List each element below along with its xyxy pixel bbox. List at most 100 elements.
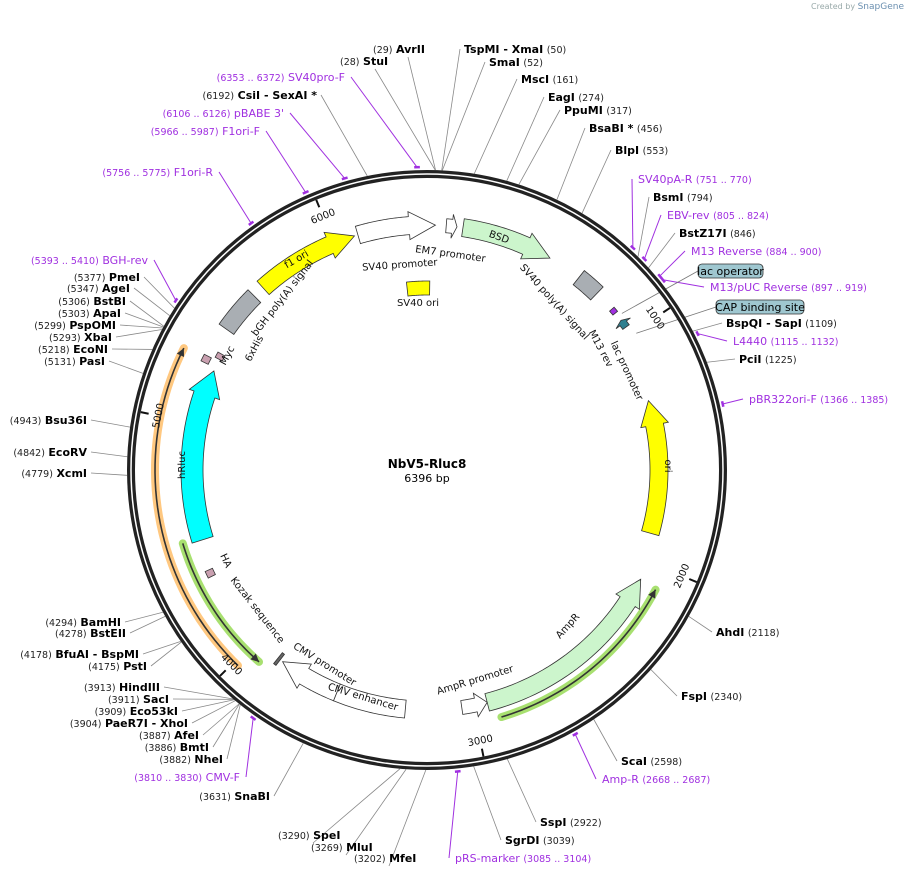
feature-box[interactable]	[715, 299, 805, 315]
enzyme-site-nhei[interactable]: (3882) NheI	[159, 753, 223, 766]
enzyme-site-pspomi[interactable]: (5299) PspOMI	[34, 319, 116, 332]
enzyme-site-paer7i[interactable]: (3904) PaeR7I - XhoI	[70, 717, 188, 730]
feature-bsd[interactable]	[461, 218, 551, 260]
feature-m13-rev[interactable]	[608, 306, 619, 316]
enzyme-site-fspi[interactable]: FspI (2340)	[681, 690, 742, 703]
enzyme-site-eagi[interactable]: EagI (274)	[548, 91, 604, 104]
enzyme-site-bfuai[interactable]: (4178) BfuAI - BspMI	[20, 648, 139, 661]
enzyme-site-csii[interactable]: (6192) CsiI - SexAI *	[203, 89, 318, 102]
feature-bgh-poly-a-signal[interactable]	[218, 289, 262, 335]
primer-sv40pa-r[interactable]: SV40pA-R (751 .. 770)	[638, 173, 752, 186]
feature-sv40-ori[interactable]	[405, 280, 431, 297]
feature-cmv-promoter[interactable]	[281, 661, 341, 702]
enzyme-site-mfei[interactable]: (3202) MfeI	[354, 852, 416, 865]
primer-l4440[interactable]: L4440 (1115 .. 1132)	[733, 335, 838, 348]
primer-leader-line	[245, 718, 254, 778]
primer-mark	[173, 297, 179, 304]
primer-ebv-rev[interactable]: EBV-rev (805 .. 824)	[667, 209, 769, 222]
enzyme-site-agei[interactable]: (5347) AgeI	[67, 282, 130, 295]
primer-pbabe-3-[interactable]: (6106 .. 6126) pBABE 3'	[163, 107, 284, 120]
enzyme-position: (3911)	[108, 695, 140, 706]
enzyme-position: (161)	[553, 75, 579, 86]
enzyme-name: PstI	[123, 660, 147, 673]
feature-box[interactable]	[697, 263, 764, 279]
primer-f1ori-f[interactable]: (5966 .. 5987) F1ori-F	[151, 125, 260, 138]
feature-em7-promoter[interactable]	[445, 214, 458, 239]
enzyme-site-bsmi[interactable]: BsmI (794)	[653, 191, 713, 204]
feature-kozak-sequence[interactable]	[273, 652, 286, 666]
enzyme-site-xcmi[interactable]: (4779) XcmI	[21, 467, 87, 480]
primer-range: (5393 .. 5410)	[31, 256, 99, 267]
feature-6xhis[interactable]	[214, 351, 226, 362]
feature-ori[interactable]	[640, 399, 670, 537]
enzyme-site-ppumi[interactable]: PpuMI (317)	[564, 104, 632, 117]
enzyme-site-avrii[interactable]: (29) AvrII	[373, 43, 425, 56]
feature-ampr-promoter[interactable]	[460, 692, 488, 718]
enzyme-site-pasi[interactable]: (5131) PasI	[44, 355, 105, 368]
primer-sv40pro-f[interactable]: (6353 .. 6372) SV40pro-F	[217, 71, 345, 84]
primer-mark	[341, 176, 348, 181]
enzyme-site-snabi[interactable]: (3631) SnaBI	[199, 790, 270, 803]
enzyme-leader-line	[518, 109, 561, 185]
enzyme-site-ecorv[interactable]: (4842) EcoRV	[13, 446, 87, 459]
enzyme-site-sgrdi[interactable]: SgrDI (3039)	[505, 834, 575, 847]
enzyme-site-smai[interactable]: SmaI (52)	[489, 56, 543, 69]
enzyme-leader-line	[108, 360, 144, 374]
feature-myc[interactable]	[200, 353, 212, 365]
feature-lac-promoter[interactable]	[615, 317, 631, 330]
primer-name: pRS-marker	[455, 852, 520, 865]
enzyme-site-psti[interactable]: (4175) PstI	[88, 660, 147, 673]
enzyme-site-bstz17i[interactable]: BstZ17I (846)	[679, 227, 756, 240]
tick-mark	[688, 578, 698, 583]
enzyme-site-apai[interactable]: (5303) ApaI	[58, 307, 121, 320]
primer-f1ori-r[interactable]: (5756 .. 5775) F1ori-R	[102, 166, 213, 179]
feature-sv40-promoter-label: SV40 promoter	[362, 257, 439, 273]
enzyme-site-pcii[interactable]: PciI (1225)	[739, 353, 797, 366]
enzyme-site-hindiii[interactable]: (3913) HindIII	[84, 681, 160, 694]
enzyme-site-bamhi[interactable]: (4294) BamHI	[45, 616, 121, 629]
enzyme-site-bstbi[interactable]: (5306) BstBI	[58, 295, 126, 308]
primer-pbr322ori-f[interactable]: pBR322ori-F (1366 .. 1385)	[749, 393, 888, 406]
enzyme-site-bmti[interactable]: (3886) BmtI	[145, 741, 209, 754]
enzyme-leader-line	[506, 96, 545, 181]
enzyme-site-mlui[interactable]: (3269) MluI	[311, 841, 373, 854]
enzyme-site-saci[interactable]: (3911) SacI	[108, 693, 169, 706]
feature-f1-ori[interactable]	[256, 231, 356, 296]
enzyme-site-bsteii[interactable]: (4278) BstEII	[55, 627, 126, 640]
enzyme-site-bsabi[interactable]: BsaBI * (456)	[589, 122, 662, 135]
enzyme-site-stui[interactable]: (28) StuI	[340, 55, 388, 68]
primer-name: EBV-rev	[667, 209, 710, 222]
enzyme-site-bsu36i[interactable]: (4943) Bsu36I	[10, 414, 87, 427]
primer-bgh-rev[interactable]: (5393 .. 5410) BGH-rev	[31, 254, 149, 267]
enzyme-position: (3913)	[84, 683, 116, 694]
enzyme-site-econi[interactable]: (5218) EcoNI	[38, 343, 108, 356]
feature-sv40-poly-a-signal[interactable]	[572, 270, 604, 301]
enzyme-site-pmei[interactable]: (5377) PmeI	[74, 271, 140, 284]
primer-amp-r[interactable]: Amp-R (2668 .. 2687)	[602, 773, 710, 786]
enzyme-site-scai[interactable]: ScaI (2598)	[621, 755, 682, 768]
primer-cmv-f[interactable]: (3810 .. 3830) CMV-F	[134, 771, 240, 784]
primer-m13-puc-reverse[interactable]: M13/pUC Reverse (897 .. 919)	[710, 281, 867, 294]
enzyme-site-msci[interactable]: MscI (161)	[521, 73, 578, 86]
feature-ha[interactable]	[204, 567, 216, 579]
primer-prs-marker[interactable]: pRS-marker (3085 .. 3104)	[455, 852, 591, 865]
feature-sv40-promoter[interactable]	[354, 211, 437, 245]
enzyme-site-tspmi[interactable]: TspMI - XmaI (50)	[464, 43, 566, 56]
primer-name: M13 Reverse	[691, 245, 762, 258]
enzyme-site-afei[interactable]: (3887) AfeI	[139, 729, 199, 742]
primer-m13-reverse[interactable]: M13 Reverse (884 .. 900)	[691, 245, 821, 258]
primer-leader-line	[697, 333, 728, 342]
enzyme-position: (29)	[373, 45, 393, 56]
enzyme-leader-line	[133, 287, 170, 316]
enzyme-site-spei[interactable]: (3290) SpeI	[278, 829, 340, 842]
enzyme-site-sspi[interactable]: SspI (2922)	[540, 816, 602, 829]
enzyme-site-eco53ki[interactable]: (3909) Eco53kI	[95, 705, 178, 718]
enzyme-site-xbai[interactable]: (5293) XbaI	[49, 331, 112, 344]
feature-hrluc[interactable]	[180, 370, 221, 544]
enzyme-site-bspqi[interactable]: BspQI - SapI (1109)	[726, 317, 837, 330]
enzyme-leader-line	[692, 322, 723, 332]
enzyme-site-blpi[interactable]: BlpI (553)	[615, 144, 668, 157]
feature-ampr[interactable]	[484, 578, 642, 712]
enzyme-site-ahdi[interactable]: AhdI (2118)	[716, 626, 779, 639]
enzyme-lines	[90, 48, 744, 867]
